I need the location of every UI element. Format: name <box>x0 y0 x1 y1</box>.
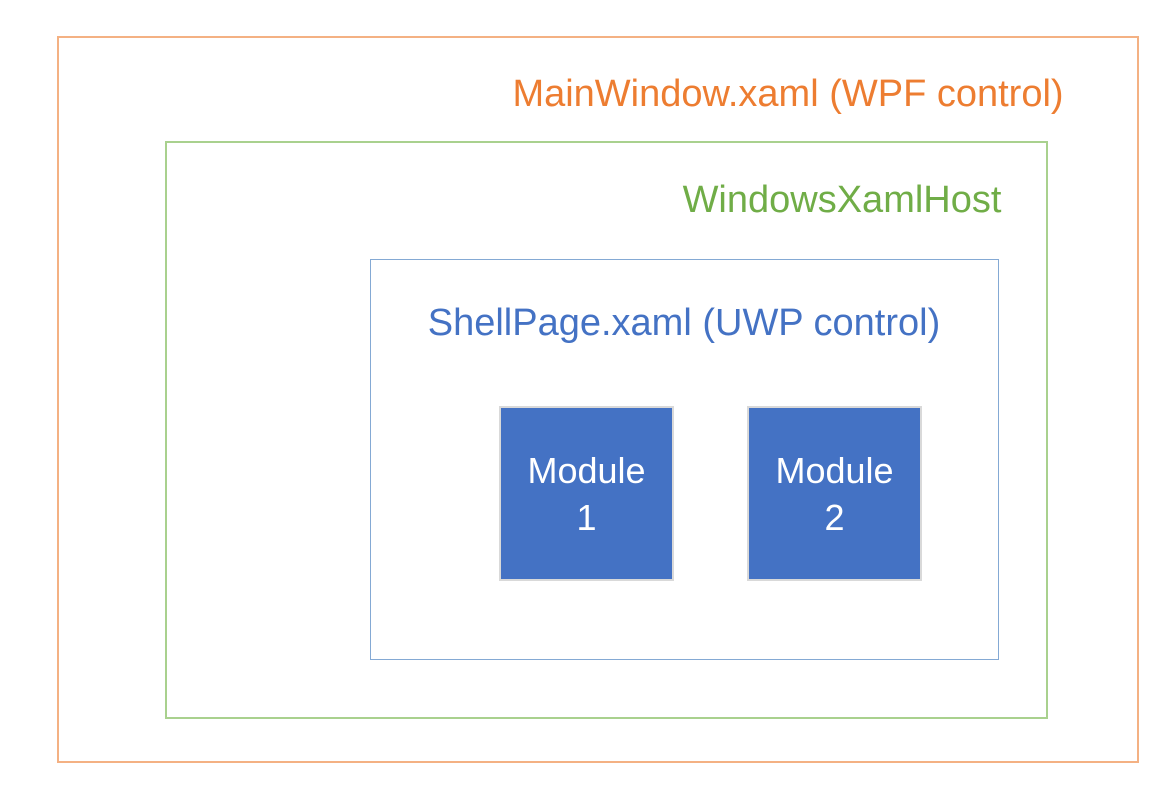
shellpage-uwp-label: ShellPage.xaml (UWP control) <box>427 302 941 344</box>
windowsxamlhost-label: WindowsXamlHost <box>682 179 1002 221</box>
module-2-label-line2: 2 <box>824 496 845 538</box>
mainwindow-wpf-label: MainWindow.xaml (WPF control) <box>512 73 1064 115</box>
module-2-label-line1: Module <box>775 449 894 491</box>
mainwindow-wpf-box <box>57 36 1139 763</box>
module-2-box: Module 2 <box>747 406 922 581</box>
module-1-label-line2: 1 <box>576 496 597 538</box>
module-1-label-line1: Module <box>527 449 646 491</box>
module-1-box: Module 1 <box>499 406 674 581</box>
windowsxamlhost-box <box>165 141 1048 719</box>
shellpage-uwp-box <box>370 259 999 660</box>
